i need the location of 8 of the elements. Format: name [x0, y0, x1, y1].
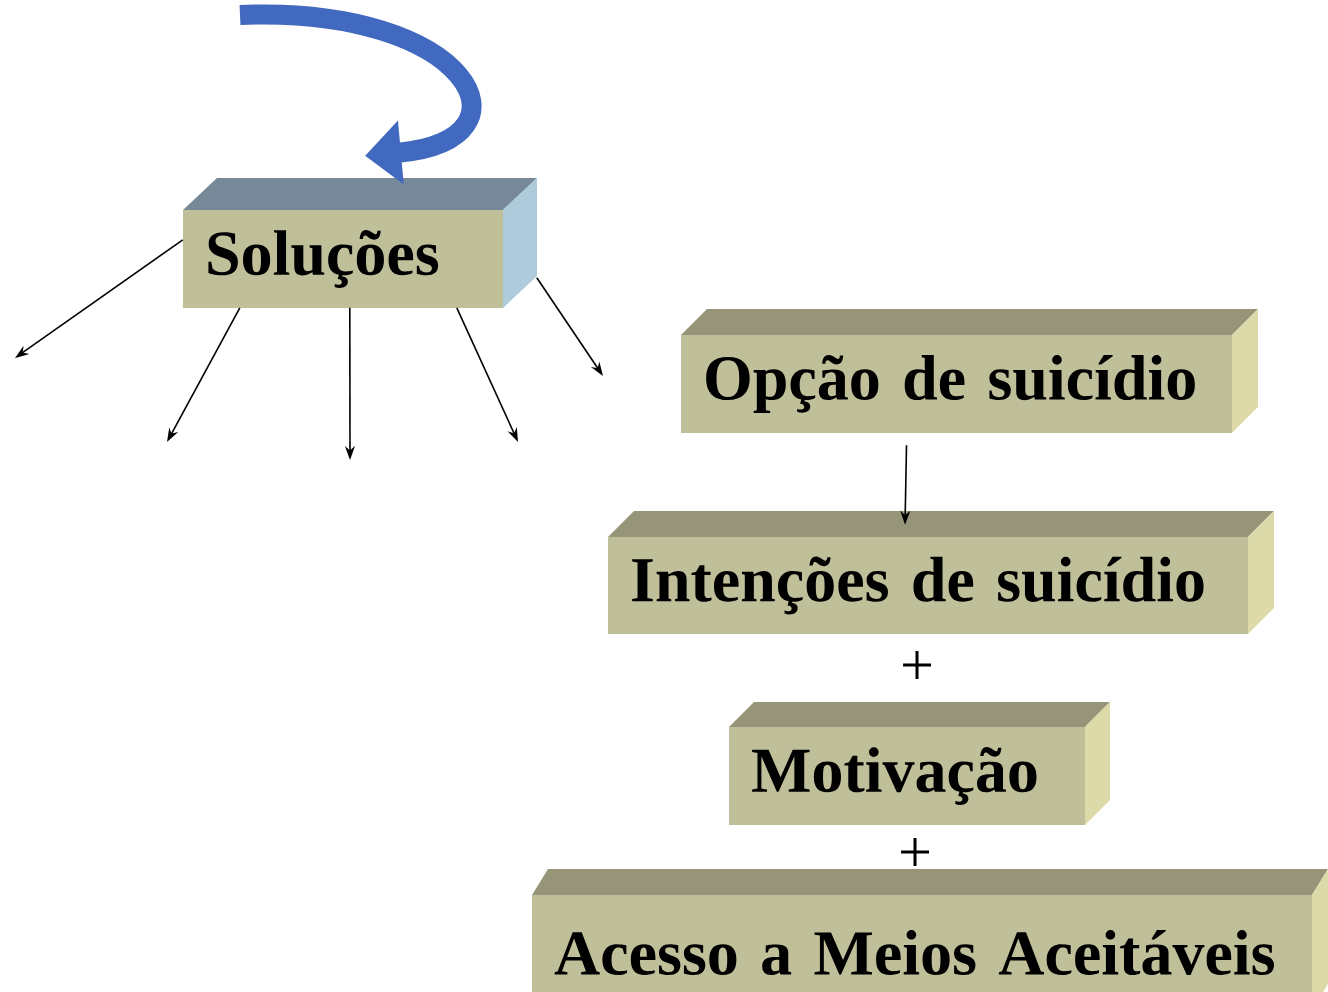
- plus-sign: +: [903, 651, 931, 679]
- arrow: [239, 5, 482, 185]
- box: Motivação: [729, 702, 1110, 825]
- box: Soluções: [183, 178, 537, 308]
- box: Intenções de suicídio: [608, 511, 1274, 634]
- box: Acesso a Meios Aceitáveis: [532, 869, 1328, 992]
- box: Opção de suicídio: [681, 309, 1258, 433]
- plus-sign: +: [901, 838, 929, 866]
